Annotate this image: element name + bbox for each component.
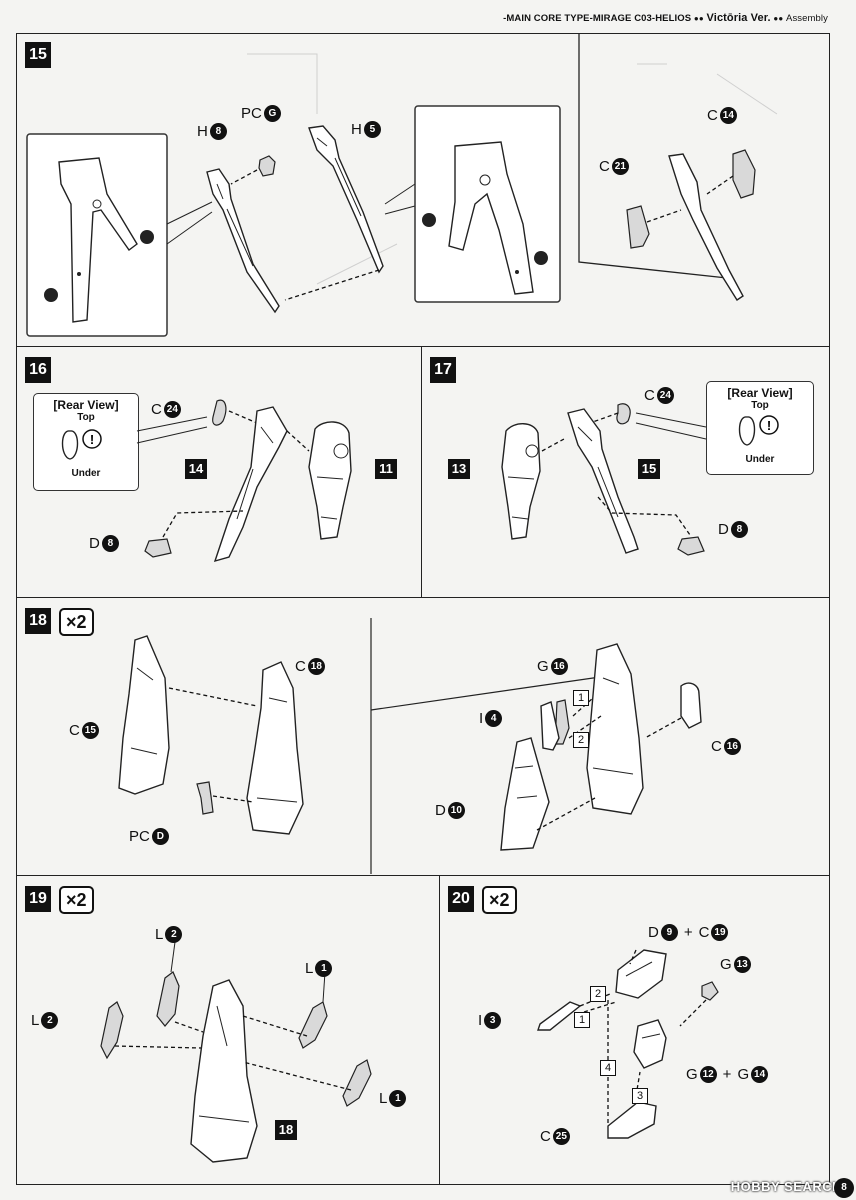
order-number: 4 xyxy=(600,1060,616,1076)
step-15-number: 15 xyxy=(25,42,51,68)
step-18-illustration xyxy=(118,618,702,874)
order-number: 3 xyxy=(632,1088,648,1104)
order-number: 2 xyxy=(573,732,589,748)
rear-view-title: [Rear View] xyxy=(53,398,119,412)
step-16-number: 16 xyxy=(25,357,51,383)
rear-view-callout: [Rear View] Top ! Under xyxy=(706,381,814,475)
subassembly-ref: 15 xyxy=(638,459,660,479)
header-dots: ●● xyxy=(693,14,704,23)
step-18-number: 18 xyxy=(25,608,51,634)
step-19-illustration xyxy=(100,941,372,1163)
page-number: 8 xyxy=(834,1178,854,1198)
order-number: 1 xyxy=(573,690,589,706)
watermark: HOBBY SEARCH xyxy=(730,1179,842,1194)
subassembly-ref: 18 xyxy=(275,1120,297,1140)
edition-name: Victōria Ver. xyxy=(706,12,771,24)
step-15-illustration xyxy=(26,34,778,337)
header-dots: ●● xyxy=(773,14,784,23)
step-20-illustration xyxy=(537,949,719,1139)
subassembly-ref: 11 xyxy=(375,459,397,479)
caution-icon: ! xyxy=(767,418,771,433)
step-17-illustration xyxy=(501,403,707,556)
order-number: 2 xyxy=(590,986,606,1002)
caution-icon: ! xyxy=(90,432,94,447)
step-17-number: 17 xyxy=(430,357,456,383)
model-title: -MAIN CORE TYPE-MIRAGE C03-HELIOS xyxy=(503,13,692,24)
rear-view-under: Under xyxy=(745,454,775,465)
order-number: 1 xyxy=(574,1012,590,1028)
rear-view-callout: [Rear View] Top ! Under xyxy=(33,393,139,491)
rear-view-diagram: ! xyxy=(61,429,102,460)
quantity-multiplier: ×2 xyxy=(482,886,517,914)
quantity-multiplier: ×2 xyxy=(59,608,94,636)
rear-view-under: Under xyxy=(71,468,101,479)
page-header: -MAIN CORE TYPE-MIRAGE C03-HELIOS ●● Vic… xyxy=(503,12,828,24)
subassembly-ref: 14 xyxy=(185,459,207,479)
rear-view-top: Top xyxy=(751,400,769,411)
step-20-number: 20 xyxy=(448,886,474,912)
section-name: Assembly xyxy=(786,13,828,24)
quantity-multiplier: ×2 xyxy=(59,886,94,914)
step-19-number: 19 xyxy=(25,886,51,912)
rear-view-top: Top xyxy=(77,412,95,423)
subassembly-ref: 13 xyxy=(448,459,470,479)
step-16-illustration xyxy=(136,399,352,563)
rear-view-diagram: ! xyxy=(738,415,779,446)
rear-view-title: [Rear View] xyxy=(727,386,793,400)
